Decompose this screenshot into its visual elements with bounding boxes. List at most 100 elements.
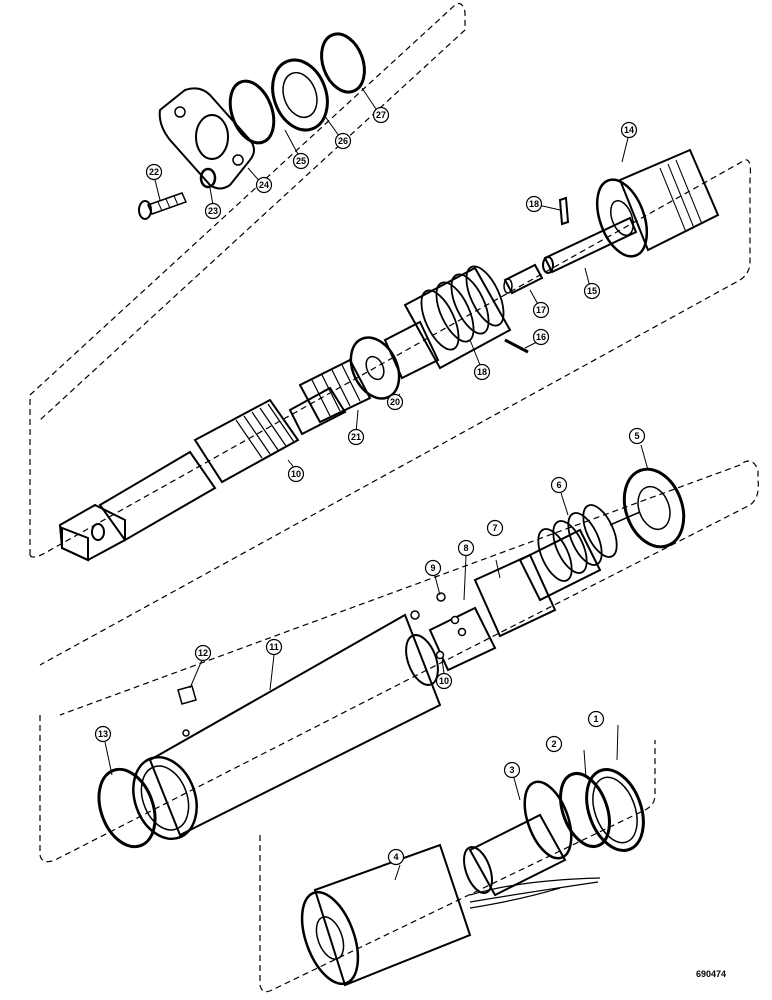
callout-5: 5 — [628, 427, 646, 445]
callout-20: 20 — [386, 393, 404, 411]
callouts: 1 2 3 4 5 6 7 8 9 10 10 11 12 13 14 15 1… — [94, 106, 646, 866]
svg-text:27: 27 — [376, 110, 386, 120]
group-panel-top — [29, 2, 466, 555]
callout-12: 12 — [194, 644, 212, 662]
retaining-ring-1 — [585, 768, 645, 852]
cylinder-head-14 — [595, 148, 720, 258]
threaded-sleeve-19 — [193, 398, 300, 484]
callout-23: 23 — [204, 202, 222, 220]
callout-7: 7 — [486, 519, 504, 537]
valve-stem — [518, 528, 602, 602]
svg-text:16: 16 — [536, 332, 546, 342]
svg-text:8: 8 — [463, 543, 468, 553]
callout-21: 21 — [347, 428, 365, 446]
cap-screw-22 — [138, 192, 188, 220]
svg-text:12: 12 — [198, 648, 208, 658]
svg-text:5: 5 — [634, 431, 639, 441]
callout-14: 14 — [620, 121, 638, 139]
callout-3: 3 — [503, 761, 521, 779]
callout-27: 27 — [372, 106, 390, 124]
drawing-id: 690474 — [696, 969, 726, 979]
group-panel-bottom — [259, 740, 656, 993]
svg-text:17: 17 — [536, 305, 546, 315]
callout-6: 6 — [550, 476, 568, 494]
washer-20 — [349, 336, 401, 400]
pin-17 — [503, 263, 544, 295]
svg-text:24: 24 — [259, 180, 269, 190]
svg-text:3: 3 — [509, 765, 514, 775]
callout-11: 11 — [265, 638, 283, 656]
piston-sleeve-3 — [468, 813, 567, 897]
o-ring-25 — [228, 79, 276, 145]
port-hole — [182, 729, 190, 737]
flange-assembly — [138, 32, 366, 220]
piston-rod — [98, 450, 217, 542]
callout-22: 22 — [145, 163, 163, 181]
callout-15: 15 — [583, 282, 601, 300]
callout-2: 2 — [545, 735, 563, 753]
svg-text:4: 4 — [393, 852, 398, 862]
flange-bore — [195, 114, 229, 160]
svg-text:13: 13 — [98, 729, 108, 739]
callout-13: 13 — [94, 725, 112, 743]
flange-plate — [158, 87, 255, 190]
svg-text:22: 22 — [149, 167, 159, 177]
check-balls — [410, 592, 467, 660]
svg-text:9: 9 — [430, 563, 435, 573]
svg-text:26: 26 — [338, 136, 348, 146]
callout-17: 17 — [532, 301, 550, 319]
cylinder-barrel-assembly — [97, 467, 686, 849]
callout-1: 1 — [587, 710, 605, 728]
svg-text:23: 23 — [208, 206, 218, 216]
callout-18-top: 18 — [525, 195, 543, 213]
callout-9: 9 — [424, 559, 442, 577]
svg-text:18: 18 — [529, 199, 539, 209]
svg-text:20: 20 — [390, 397, 400, 407]
flange-hole-1 — [174, 106, 186, 118]
seal-5 — [622, 467, 686, 549]
piston-assembly — [300, 768, 645, 987]
svg-text:10: 10 — [291, 469, 301, 479]
svg-text:18: 18 — [477, 367, 487, 377]
o-ring-27 — [320, 32, 366, 94]
ring-2 — [559, 772, 611, 848]
piston-rod-assembly — [58, 148, 720, 562]
spring-coils-18 — [420, 265, 505, 351]
set-screw-12 — [177, 685, 197, 705]
cylinder-barrel-11 — [148, 613, 442, 837]
callout-16: 16 — [532, 328, 550, 346]
svg-text:2: 2 — [551, 739, 556, 749]
svg-text:21: 21 — [351, 432, 361, 442]
piston-body-4 — [313, 843, 472, 987]
pin-16 — [504, 338, 529, 354]
o-ring-13 — [97, 767, 157, 849]
group-panel-lower — [39, 460, 759, 863]
valve-sleeve-8 — [428, 606, 497, 672]
callout-18-spring: 18 — [473, 363, 491, 381]
callout-25: 25 — [292, 152, 310, 170]
callout-26: 26 — [334, 132, 352, 150]
callout-8: 8 — [457, 539, 475, 557]
callout-4: 4 — [387, 848, 405, 866]
flange-hole-2 — [232, 154, 244, 166]
svg-text:15: 15 — [587, 286, 597, 296]
lock-washer-23 — [199, 167, 217, 189]
svg-text:25: 25 — [296, 156, 306, 166]
callout-10-upper: 10 — [287, 465, 305, 483]
svg-text:11: 11 — [269, 642, 279, 652]
callout-24: 24 — [255, 176, 273, 194]
valve-rod-15 — [543, 216, 638, 274]
roll-pin-18 — [558, 196, 570, 226]
svg-text:1: 1 — [593, 714, 598, 724]
svg-text:10: 10 — [439, 676, 449, 686]
piston-shoulder — [523, 780, 573, 860]
threaded-nut-21 — [298, 358, 372, 424]
spring-6 — [537, 504, 618, 582]
svg-text:7: 7 — [492, 523, 497, 533]
svg-text:14: 14 — [624, 125, 634, 135]
wire-leads — [469, 877, 601, 909]
seal-26 — [271, 58, 329, 132]
valve-body-7 — [473, 553, 557, 638]
svg-text:6: 6 — [556, 480, 561, 490]
